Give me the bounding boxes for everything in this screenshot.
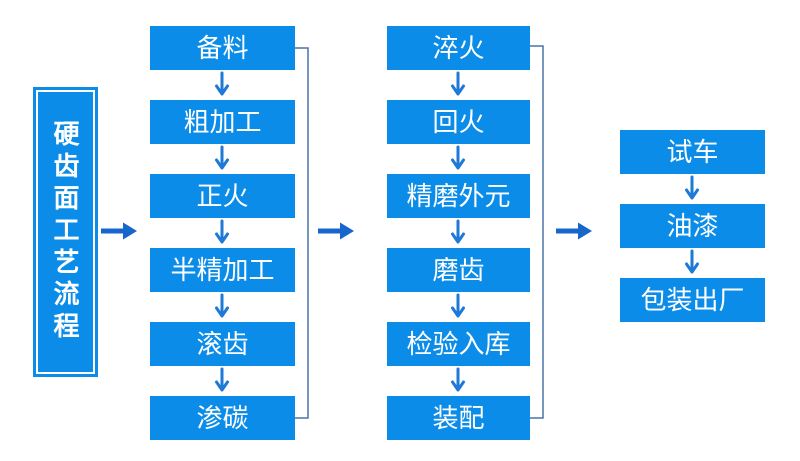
flow-step-col2-4: 磨齿 <box>387 248 530 292</box>
flow-step-col2-1: 淬火 <box>387 26 530 70</box>
arrow-down-icon <box>451 145 465 170</box>
arrow-right-icon <box>99 219 139 243</box>
flow-step-col1-2: 粗加工 <box>150 100 295 144</box>
arrow-down-icon <box>215 367 229 392</box>
arrow-right-icon <box>554 219 594 243</box>
arrow-down-icon <box>451 71 465 96</box>
arrow-down-icon <box>451 293 465 318</box>
arrow-down-icon <box>215 219 229 244</box>
flow-step-col1-5: 滚齿 <box>150 322 295 366</box>
flow-step-col2-5: 检验入库 <box>387 322 530 366</box>
flow-step-col3-2: 油漆 <box>620 204 765 248</box>
flow-step-col1-4: 半精加工 <box>150 248 295 292</box>
arrow-down-icon <box>451 219 465 244</box>
flow-step-col1-3: 正火 <box>150 174 295 218</box>
column1-return-connector-line <box>295 47 309 419</box>
flow-step-col3-3: 包装出厂 <box>620 278 765 322</box>
flow-step-col2-2: 回火 <box>387 100 530 144</box>
flow-step-col3-1: 试车 <box>620 130 765 174</box>
flow-title: 硬齿面工艺流程 <box>36 90 95 374</box>
flow-step-col2-6: 装配 <box>387 396 530 440</box>
flow-title-box: 硬齿面工艺流程 <box>33 87 98 377</box>
arrow-down-icon <box>215 145 229 170</box>
arrow-right-icon <box>316 219 356 243</box>
arrow-down-icon <box>215 293 229 318</box>
arrow-down-icon <box>215 71 229 96</box>
flow-step-col2-3: 精磨外元 <box>387 174 530 218</box>
column2-return-connector-line <box>530 45 544 419</box>
flow-step-col1-1: 备料 <box>150 26 295 70</box>
arrow-down-icon <box>685 175 699 200</box>
flow-step-col1-6: 渗碳 <box>150 396 295 440</box>
arrow-down-icon <box>685 249 699 274</box>
arrow-down-icon <box>451 367 465 392</box>
